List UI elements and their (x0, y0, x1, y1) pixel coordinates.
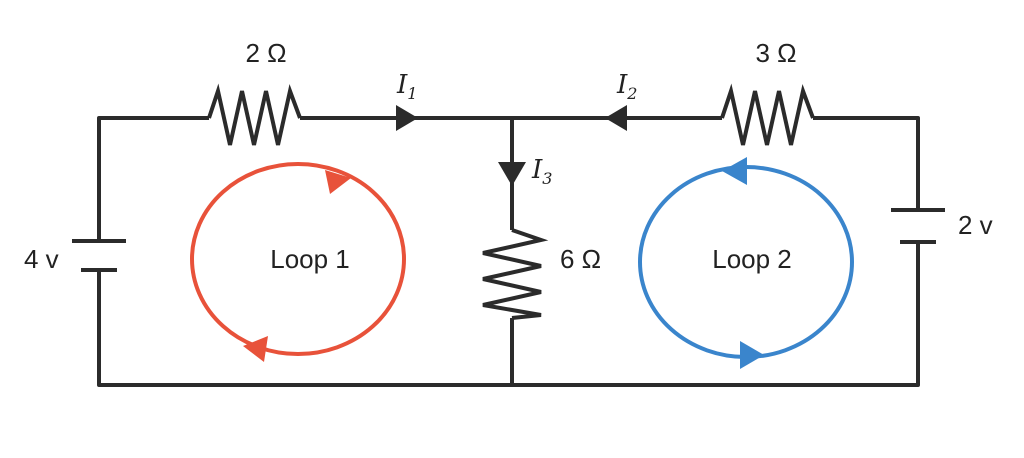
battery-left-label: 4 v (24, 244, 59, 274)
current-i2-symbol: I (616, 70, 628, 100)
loop-1 (190, 162, 406, 362)
battery-right-label: 2 v (958, 210, 993, 240)
resistor-6-ohm (482, 228, 549, 320)
loop-1-label: Loop 1 (270, 244, 350, 274)
loop-1-arrow-top (325, 170, 351, 194)
current-i3-label: I3 (531, 155, 552, 188)
loop-1-circle (190, 162, 406, 356)
loop-2 (638, 157, 854, 369)
wire-bottom-right (512, 242, 920, 387)
current-i1-label: I1 (396, 70, 417, 103)
loop-2-arrow-bottom (740, 341, 764, 369)
resistor-6-ohm-label: 6 Ω (560, 244, 601, 274)
battery-left (72, 239, 126, 272)
resistor-3-ohm (720, 83, 815, 146)
current-i3-symbol: I (531, 155, 543, 185)
current-i1-subscript: 1 (407, 84, 417, 103)
resistor-3-ohm-label: 3 Ω (755, 38, 796, 68)
wire-bottom-left (97, 270, 512, 387)
current-i1-symbol: I (396, 70, 408, 100)
resistor-2-ohm (207, 83, 302, 146)
current-i2-subscript: 2 (626, 84, 637, 103)
current-i2-label: I2 (616, 70, 637, 103)
wire-top-left (97, 116, 209, 241)
loop-2-label: Loop 2 (712, 244, 792, 274)
loop-1-arrow-bottom (243, 336, 268, 362)
loop-2-arrow-top (722, 157, 747, 185)
current-i3-subscript: 3 (542, 169, 552, 188)
current-i3-arrow (498, 162, 526, 186)
wire-top-right (813, 116, 920, 210)
current-i1-arrow (396, 105, 418, 131)
resistor-2-ohm-label: 2 Ω (245, 38, 286, 68)
current-i2-arrow (605, 105, 627, 131)
battery-right (891, 208, 945, 244)
wires (97, 116, 920, 387)
